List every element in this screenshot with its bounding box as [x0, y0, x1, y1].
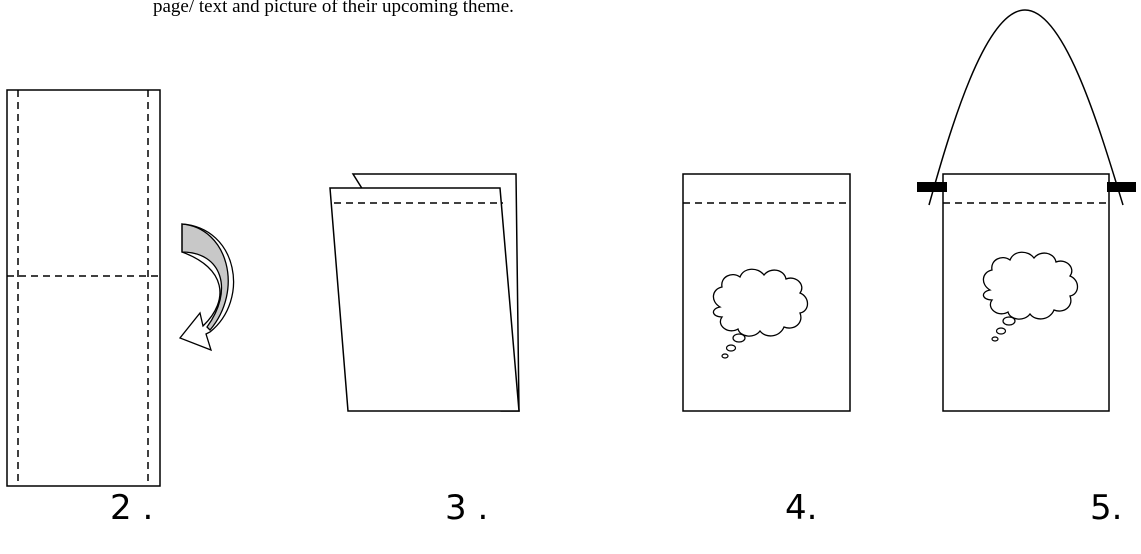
- fold-arrow-icon: [180, 224, 234, 350]
- step-4-label: 4.: [785, 488, 817, 528]
- step-5-finished-bag: [917, 10, 1136, 411]
- step-2-label: 2 .: [110, 488, 153, 528]
- paper-strip-outline: [7, 90, 160, 486]
- step-2-paper-strip: [7, 90, 160, 486]
- step-4-bag: [683, 174, 850, 411]
- front-layer: [330, 188, 519, 411]
- step-5-label: 5.: [1090, 488, 1122, 528]
- right-string-end: [1107, 182, 1136, 192]
- left-string-end: [917, 182, 947, 192]
- step-3-label: 3 .: [445, 488, 488, 528]
- step-3-folded-paper: [330, 174, 519, 411]
